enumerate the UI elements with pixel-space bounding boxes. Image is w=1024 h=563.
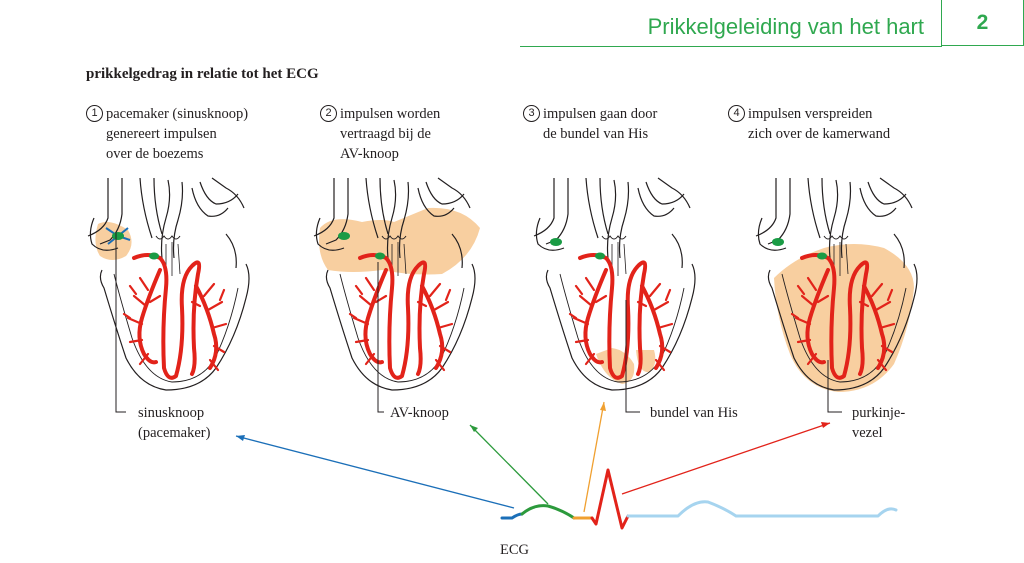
- leader-av-knoop: [377, 262, 384, 413]
- step-1-text: pacemaker (sinusknoop) genereert impulse…: [106, 106, 249, 162]
- sinusknoop-node: [772, 238, 784, 246]
- leader-purkinje: [827, 360, 842, 413]
- label-bundel-van-his: bundel van His: [650, 405, 738, 421]
- ecg-p-wave: [520, 504, 576, 520]
- heart-3: [532, 176, 697, 392]
- arrow-green: [469, 424, 549, 505]
- step-3-text: impulsen gaan door de bundel van His: [543, 106, 658, 142]
- heart-2: [312, 176, 480, 392]
- step-4-text: impulsen verspreiden zich over de kamerw…: [748, 106, 891, 142]
- atrium-highlight-1: [95, 222, 132, 260]
- ecg-trace: [500, 468, 898, 530]
- label-av-knoop: AV-knoop: [390, 405, 449, 421]
- label-ecg: ECG: [500, 542, 529, 558]
- ecg-arrows: [235, 401, 831, 513]
- av-node: [817, 252, 827, 260]
- ecg-qrs: [590, 468, 630, 530]
- ecg-p-segment: [500, 512, 524, 520]
- av-node: [595, 252, 605, 260]
- step-1-number: 1: [86, 105, 103, 122]
- step-4-number: 4: [728, 105, 745, 122]
- step-3: 3 impulsen gaan door de bundel van His: [523, 104, 657, 144]
- leader-bundel: [625, 300, 640, 413]
- heart-1: [86, 176, 251, 392]
- step-1: 1 pacemaker (sinusknoop) genereert impul…: [86, 104, 248, 164]
- step-2-number: 2: [320, 105, 337, 122]
- leader-sinusknoop: [115, 232, 126, 413]
- step-3-number: 3: [523, 105, 540, 122]
- arrow-blue: [235, 435, 515, 509]
- heart-4: [754, 176, 919, 392]
- impulse-arrows-icon: [105, 227, 131, 245]
- label-sinusknoop: sinusknoop (pacemaker): [138, 405, 211, 441]
- sinusknoop-node: [338, 232, 350, 240]
- section-title: prikkelgedrag in relatie tot het ECG: [86, 66, 319, 82]
- page-header-title: Prikkelgeleiding van het hart: [647, 14, 924, 39]
- sinusknoop-node: [112, 232, 124, 240]
- header-rule: [520, 46, 942, 47]
- step-2: 2 impulsen worden vertraagd bij de AV-kn…: [320, 104, 440, 164]
- step-2-text: impulsen worden vertraagd bij de AV-knoo…: [340, 106, 441, 162]
- arrow-red: [621, 422, 831, 495]
- av-node: [149, 252, 159, 260]
- label-purkinjevezel: purkinje- vezel: [852, 405, 906, 441]
- sinusknoop-node: [550, 238, 562, 246]
- av-node: [375, 252, 385, 260]
- arrow-orange: [583, 401, 605, 513]
- step-4: 4 impulsen verspreiden zich over de kame…: [728, 104, 890, 144]
- ecg-tail: [626, 500, 898, 518]
